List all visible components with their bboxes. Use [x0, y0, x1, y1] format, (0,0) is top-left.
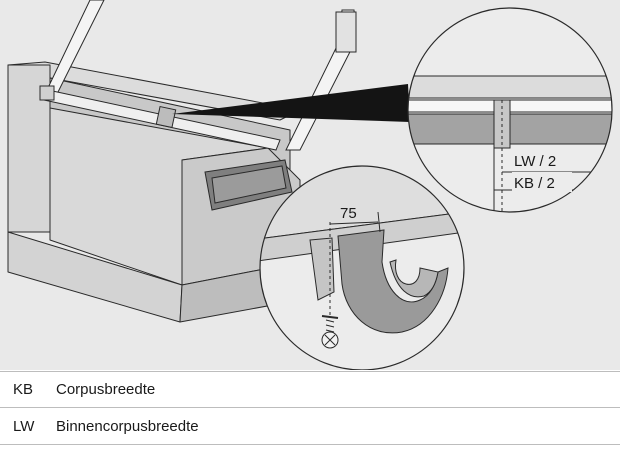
section-top-panel — [408, 75, 612, 99]
lw-half-label: LW / 2 — [514, 153, 556, 170]
legend-abbr: LW — [13, 417, 35, 435]
hinge-housing — [204, 159, 293, 211]
screw-cross-icon — [324, 334, 336, 346]
legend-abbr: KB — [13, 381, 34, 398]
screw-thread — [325, 319, 335, 333]
kb-half-label: KB / 2 — [514, 175, 555, 192]
assembly-illustration: LW / 2 KB / 2 — [0, 0, 620, 370]
assembly-drawing: LW / 2 KB / 2 — [7, 0, 613, 370]
zoom-beam — [172, 84, 410, 122]
screw-shank — [321, 315, 339, 319]
distance-tick — [377, 211, 381, 233]
distance-label: 75 — [340, 205, 357, 222]
hinge-housing-face — [211, 165, 287, 204]
detail-mounting-plate — [309, 237, 335, 301]
legend-row-lw: LW Binnencorpusbreedte — [0, 408, 620, 445]
legend-description: Binnencorpusbreedte — [56, 417, 199, 435]
rod-end-cap — [39, 85, 55, 101]
detail-top-magnifier: LW / 2 KB / 2 — [407, 7, 613, 213]
legend-row-kb: KB Corpusbreedte — [0, 371, 620, 408]
distance-dimension-line — [329, 221, 379, 225]
detail-clip-body — [337, 229, 449, 334]
kb-label-box — [512, 172, 572, 192]
legend-description: Corpusbreedte — [56, 381, 156, 398]
right-arm-bracket — [335, 11, 357, 53]
lw-label-box — [512, 150, 572, 170]
detail-clip-inner — [389, 259, 439, 298]
stabilizer-rod — [39, 85, 281, 151]
rod-clip — [155, 105, 177, 129]
